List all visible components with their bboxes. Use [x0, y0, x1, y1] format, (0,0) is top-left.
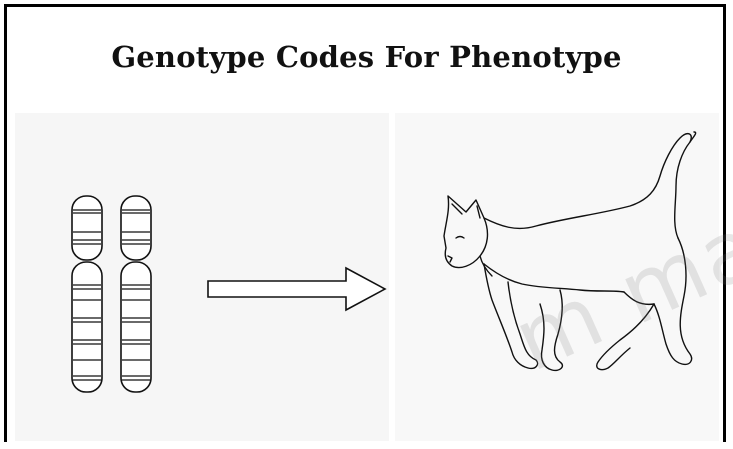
phenotype-panel	[395, 113, 719, 441]
chromosome-pair-icon	[71, 195, 152, 393]
diagram-title: Genotype Codes For Phenotype	[111, 40, 622, 74]
chromosome-bands	[73, 209, 150, 381]
cat-icon	[443, 131, 697, 372]
chromosome-left-top-arm	[71, 195, 103, 261]
chromosome-right-top-arm	[120, 195, 152, 261]
chromosome-right-bottom-arm	[120, 261, 152, 393]
chromosome-left-bottom-arm	[71, 261, 103, 393]
figure-frame	[4, 4, 726, 442]
right-arrow-icon	[207, 266, 387, 312]
